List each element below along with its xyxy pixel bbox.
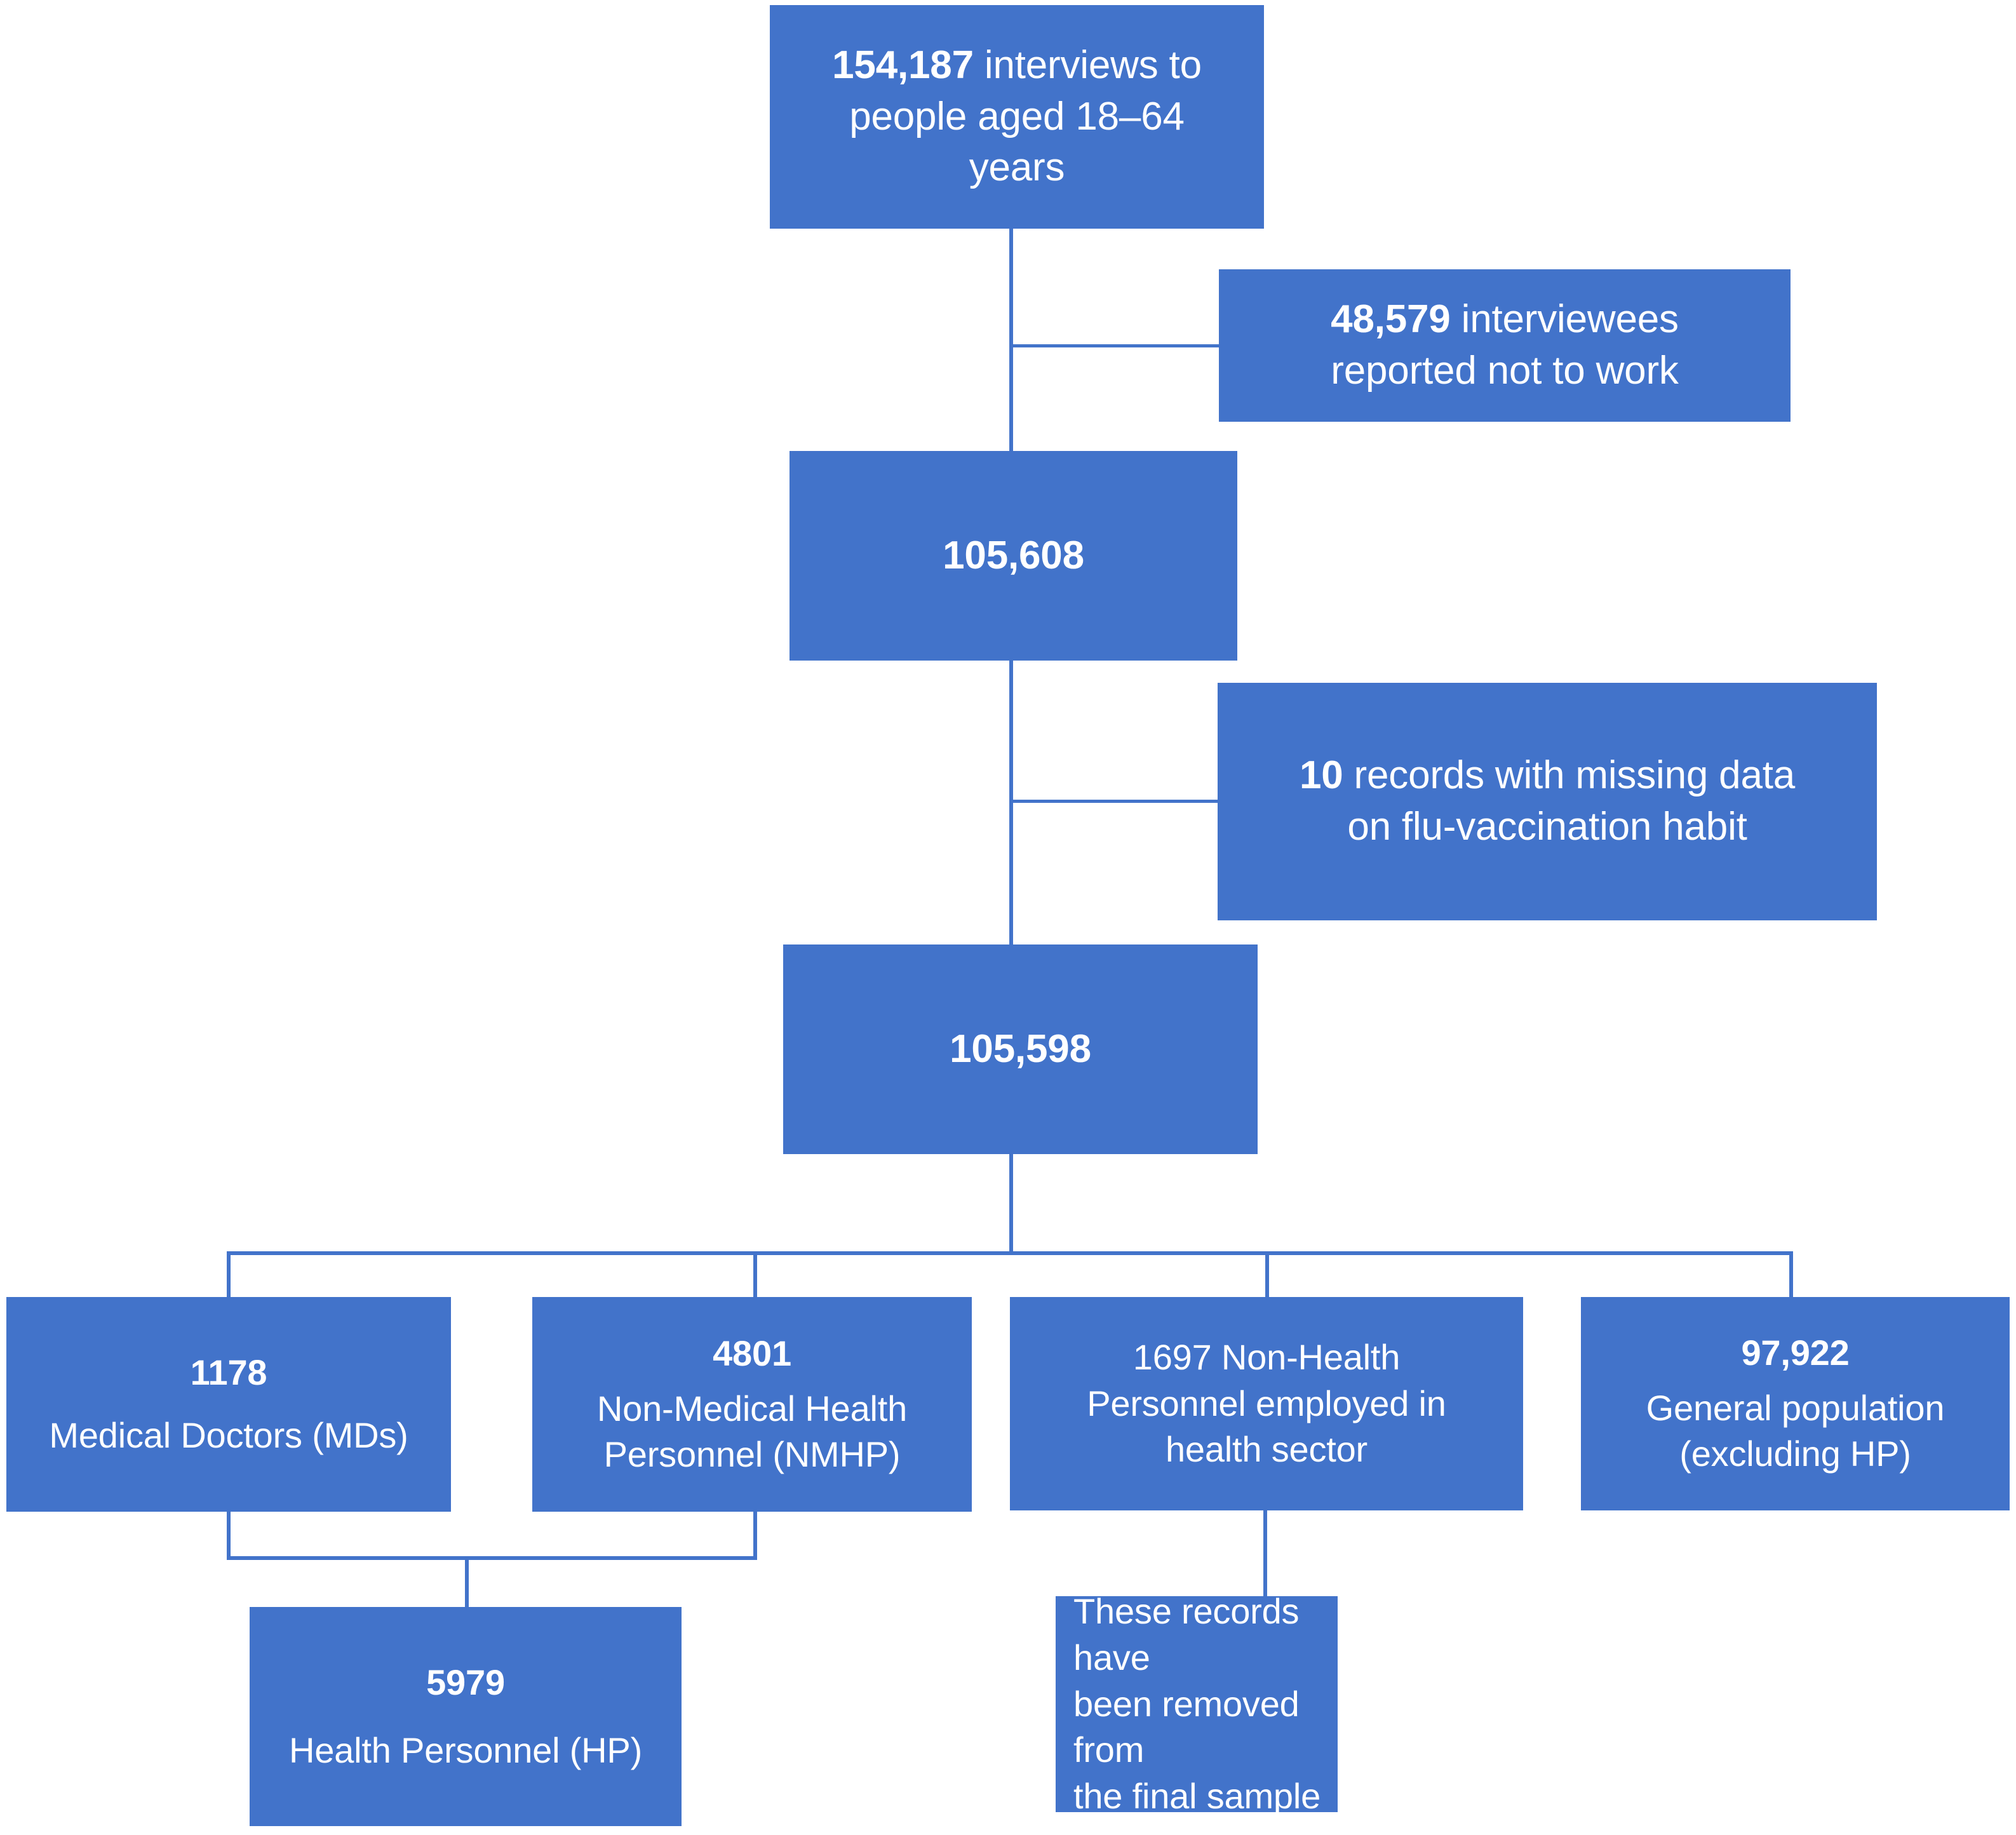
node-excluded-missing-data: 10 records with missing data on flu-vacc… xyxy=(1218,683,1877,920)
excluded-missing-data-number: 10 xyxy=(1299,753,1343,798)
total-interviews-line3: years xyxy=(969,145,1065,190)
node-general-population: 97,922 General population (excluding HP) xyxy=(1581,1297,2010,1510)
excluded-not-working-line2: reported not to work xyxy=(1331,349,1679,393)
node-health-personnel: 5979 Health Personnel (HP) xyxy=(250,1607,682,1826)
removed-note-line2: been removed from xyxy=(1073,1683,1300,1770)
node-final-sample: 105,598 xyxy=(783,944,1258,1154)
node-removed-note: These records have been removed from the… xyxy=(1056,1591,1338,1816)
node-non-health-personnel: 1697 Non-Health Personnel employed in he… xyxy=(1010,1297,1523,1510)
removed-note-line3: the final sample xyxy=(1073,1776,1321,1817)
node-medical-doctors: 1178 Medical Doctors (MDs) xyxy=(6,1297,451,1512)
total-interviews-number: 154,187 xyxy=(832,43,974,88)
non-health-line2: Personnel employed in xyxy=(1087,1383,1446,1423)
connector-merge-bar-health-personnel xyxy=(227,1556,757,1560)
connector-drop-nmhp xyxy=(753,1251,757,1298)
connector-drop-general-population xyxy=(1789,1251,1793,1298)
general-population-label-line1: General population xyxy=(1646,1387,1945,1428)
medical-doctors-label: Medical Doctors (MDs) xyxy=(49,1415,408,1455)
connector-nmhp-merge-leg xyxy=(753,1512,757,1560)
connector-branch-to-missing-data xyxy=(1009,800,1220,803)
nmhp-count: 4801 xyxy=(713,1333,791,1373)
node-excluded-not-working: 48,579 interviewees reported not to work xyxy=(1219,269,1791,422)
total-interviews-line2: people aged 18–64 xyxy=(849,94,1185,138)
excluded-missing-data-line2: on flu-vaccination habit xyxy=(1347,805,1747,849)
health-personnel-label: Health Personnel (HP) xyxy=(288,1730,643,1770)
excluded-not-working-number: 48,579 xyxy=(1331,297,1451,342)
connector-md-merge-leg xyxy=(227,1512,231,1560)
working-total-value: 105,608 xyxy=(943,533,1084,577)
connector-drop-removed-note xyxy=(1263,1510,1267,1598)
node-working-total: 105,608 xyxy=(790,451,1237,661)
excluded-not-working-line1: 48,579 interviewees xyxy=(1331,297,1679,342)
connector-trunk-total-to-working xyxy=(1009,229,1013,452)
general-population-count: 97,922 xyxy=(1741,1332,1850,1373)
node-total-interviews: 154,187 interviews to people aged 18–64 … xyxy=(770,5,1264,229)
excluded-missing-data-line1: 10 records with missing data xyxy=(1299,753,1796,798)
total-interviews-line1: 154,187 interviews to xyxy=(832,43,1202,88)
nmhp-label-line2: Personnel (NMHP) xyxy=(603,1434,901,1475)
general-population-label-line2: (excluding HP) xyxy=(1679,1434,1911,1474)
connector-drop-health-personnel xyxy=(465,1556,469,1608)
connector-drop-medical-doctors xyxy=(227,1251,231,1298)
non-health-line1: 1697 Non-Health xyxy=(1132,1336,1401,1377)
removed-note-line1: These records have xyxy=(1073,1591,1300,1677)
connector-branch-to-not-working xyxy=(1009,344,1220,347)
connector-split-bar xyxy=(227,1251,1793,1255)
health-personnel-count: 5979 xyxy=(426,1662,505,1702)
nmhp-label-line1: Non-Medical Health xyxy=(596,1388,908,1428)
node-non-medical-health-personnel: 4801 Non-Medical Health Personnel (NMHP) xyxy=(532,1297,972,1512)
connector-trunk-final-to-split xyxy=(1009,1154,1013,1253)
connector-trunk-working-to-final xyxy=(1009,661,1013,946)
medical-doctors-count: 1178 xyxy=(190,1352,267,1393)
final-sample-value: 105,598 xyxy=(950,1026,1091,1071)
non-health-line3: health sector xyxy=(1165,1429,1368,1470)
connector-drop-non-health xyxy=(1265,1251,1269,1298)
